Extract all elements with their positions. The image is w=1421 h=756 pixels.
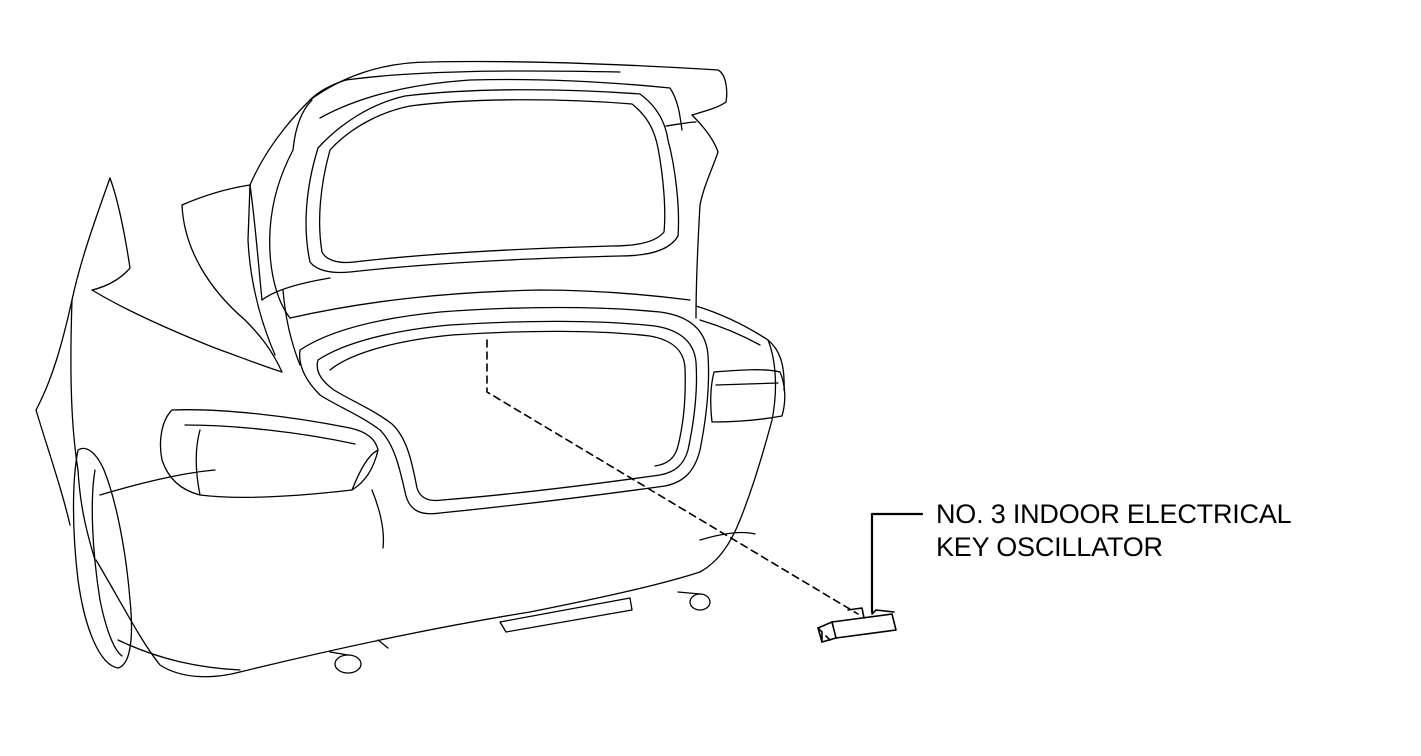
key-oscillator-part — [817, 607, 897, 643]
left-wheel — [72, 447, 133, 669]
trunk-lid — [249, 60, 728, 319]
left-tail-light — [159, 409, 379, 498]
leader-dashed-line — [486, 339, 859, 615]
component-label-line2: KEY OSCILLATOR — [936, 532, 1163, 562]
rear-bumper — [95, 469, 756, 678]
component-label-line1: NO. 3 INDOOR ELECTRICAL — [936, 499, 1292, 529]
right-quarter-panel — [695, 305, 785, 521]
left-quarter-panel — [35, 177, 283, 561]
trunk-opening — [299, 306, 710, 515]
callout-leader-line — [870, 512, 924, 614]
roof-pillar — [181, 184, 301, 373]
right-tail-light — [710, 369, 786, 423]
component-label: NO. 3 INDOOR ELECTRICAL KEY OSCILLATOR — [936, 498, 1292, 564]
exhaust-pipes — [329, 591, 711, 674]
